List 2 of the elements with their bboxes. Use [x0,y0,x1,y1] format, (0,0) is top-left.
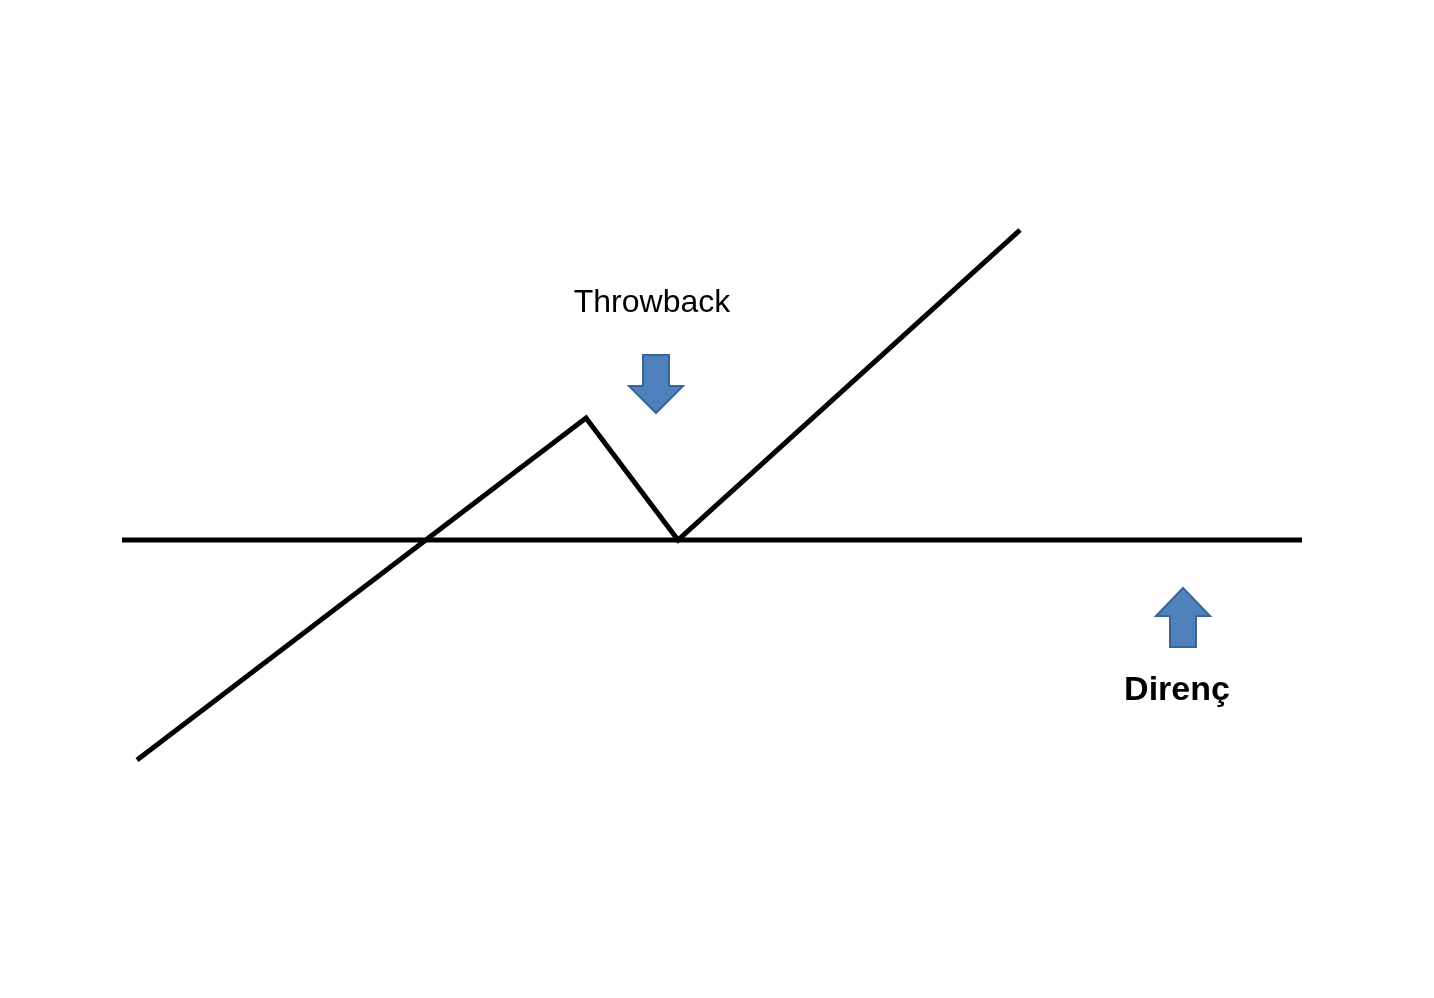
throwback-label: Throwback [573,284,731,320]
resistance-label: Direnç [1124,670,1230,708]
